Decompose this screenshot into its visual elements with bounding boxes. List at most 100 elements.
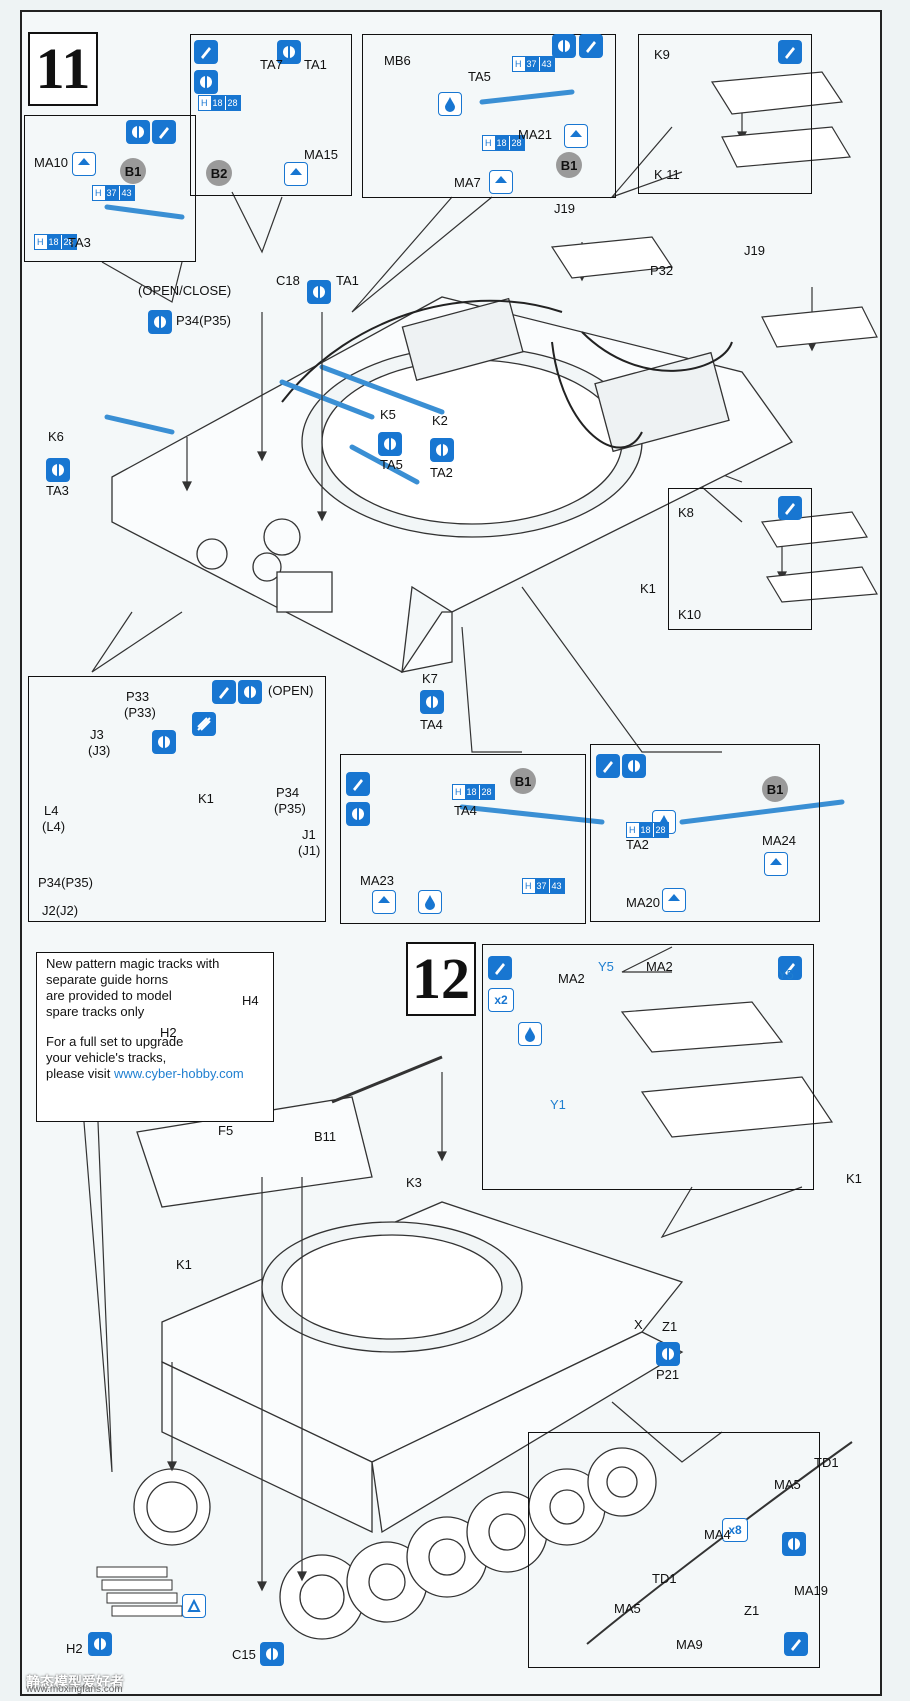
part-label: (OPEN) <box>268 683 314 698</box>
website-link[interactable]: www.cyber-hobby.com <box>113 1066 244 1081</box>
double-sided-glue-icon <box>430 438 454 462</box>
part-label: (OPEN/CLOSE) <box>138 283 232 298</box>
part-label: TA7 <box>260 57 283 72</box>
glue-icon <box>778 956 802 980</box>
callout-pointer <box>101 261 183 303</box>
multiplier-x8: x8 <box>722 1518 748 1542</box>
part-label: P32 <box>650 263 674 278</box>
callout-pointer <box>91 611 183 673</box>
double-sided-glue-icon <box>782 1532 806 1556</box>
part-label: X <box>634 1317 643 1332</box>
callout-tow-cable <box>528 1432 820 1668</box>
glue-icon <box>596 754 620 778</box>
callout-pointer <box>621 946 673 973</box>
glue-icon <box>778 40 802 64</box>
double-sided-glue-icon <box>622 754 646 778</box>
part-label: TA1 <box>304 57 327 72</box>
part-label: TA3 <box>46 483 69 498</box>
callout-k9-k11 <box>638 34 812 194</box>
paint-drop-icon <box>438 92 462 116</box>
multiplier-x2: x2 <box>488 988 514 1012</box>
part-label: (J3) <box>88 743 111 758</box>
step-number-11: 11 <box>28 32 98 106</box>
part-label: H2 <box>160 1025 177 1040</box>
part-label: TA3 <box>68 235 91 250</box>
part-label: K7 <box>422 671 438 686</box>
callout-pointer <box>521 586 722 753</box>
part-label: TA4 <box>420 717 443 732</box>
callout-k8-k10 <box>668 488 812 630</box>
part-label: TA5 <box>380 457 403 472</box>
part-label: K1 <box>846 1171 862 1186</box>
part-label: Z1 <box>662 1319 678 1334</box>
part-label: J2(J2) <box>42 903 79 918</box>
arrow-up-icon <box>564 124 588 148</box>
part-label: Y1 <box>550 1097 566 1112</box>
tow-cable <box>586 1441 853 1645</box>
part-label: P34 <box>276 785 300 800</box>
glue-icon <box>152 120 176 144</box>
arrow-up-icon <box>372 890 396 914</box>
arrow-up-icon <box>72 152 96 176</box>
part-label: Z1 <box>744 1603 760 1618</box>
part-label: K 11 <box>654 167 680 182</box>
part-label: J1 <box>302 827 316 842</box>
k3-part <box>331 1055 443 1104</box>
double-sided-glue-icon <box>378 432 402 456</box>
part-label: F5 <box>218 1123 234 1138</box>
part-label: K3 <box>406 1175 422 1190</box>
part-label: MA4 <box>704 1527 731 1542</box>
part-label: J19 <box>554 201 575 216</box>
glue-icon <box>784 1632 808 1656</box>
road-wheels <box>133 1447 657 1640</box>
part-label: MA7 <box>454 175 481 190</box>
double-sided-glue-icon <box>420 690 444 714</box>
part-label: MA5 <box>614 1601 641 1616</box>
callout-pointer <box>81 1096 113 1473</box>
part-label: (J1) <box>298 843 321 858</box>
part-label: (L4) <box>42 819 66 834</box>
part-label: TA2 <box>626 837 649 852</box>
callout-pointer <box>461 626 522 753</box>
callout-pointer <box>611 1401 723 1463</box>
part-marker-b1: B1 <box>510 768 536 794</box>
part-label: MA24 <box>762 833 796 848</box>
glue-icon <box>194 40 218 64</box>
part-label: MA2 <box>646 959 673 974</box>
double-sided-glue-icon <box>260 1642 284 1666</box>
tracks-note: New pattern magic tracks with separate g… <box>46 956 244 1081</box>
part-label: MA23 <box>360 873 394 888</box>
part-label: C18 <box>276 273 300 288</box>
part-label: MA5 <box>774 1477 801 1492</box>
part-label: MA21 <box>518 127 552 142</box>
tool-parts <box>104 89 845 825</box>
hull-step12 <box>136 1096 684 1534</box>
part-label: K5 <box>380 407 396 422</box>
cut-icon <box>192 712 216 736</box>
part-label: K9 <box>654 47 670 62</box>
part-label: P21 <box>656 1367 680 1382</box>
callout-tracks-note <box>36 952 274 1122</box>
part-label: K8 <box>678 505 694 520</box>
line-art <box>81 71 878 1645</box>
callout-pointer <box>351 196 493 313</box>
double-sided-glue-icon <box>194 70 218 94</box>
part-label: TA2 <box>430 465 453 480</box>
double-sided-glue-icon <box>88 1632 112 1656</box>
double-sided-glue-icon <box>46 458 70 482</box>
track-trays <box>550 71 878 1138</box>
double-sided-glue-icon <box>656 1342 680 1366</box>
part-label: J3 <box>90 727 104 742</box>
arrow-up-icon <box>662 888 686 912</box>
glue-icon <box>778 496 802 520</box>
double-sided-glue-icon <box>277 40 301 64</box>
part-label: (P33) <box>124 705 156 720</box>
part-label: MA10 <box>34 155 68 170</box>
callout-pointer <box>660 1186 803 1239</box>
